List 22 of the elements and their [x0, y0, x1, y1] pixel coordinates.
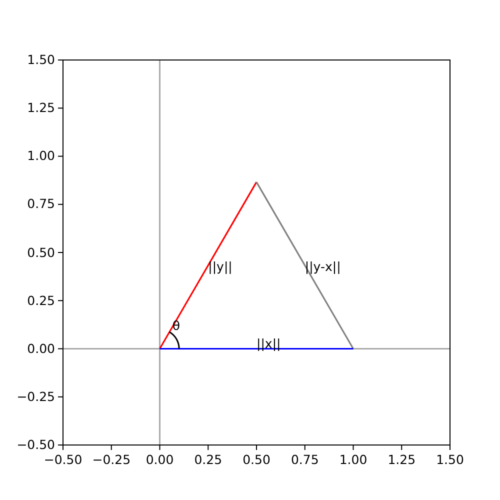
tick-label: 0.25 — [27, 294, 55, 307]
tick-label: 1.25 — [27, 102, 55, 114]
tick-label: 0.25 — [194, 454, 222, 466]
side-label: ||y-x|| — [304, 260, 341, 274]
tick-label: 1.50 — [436, 454, 464, 466]
side-label: ||x|| — [256, 338, 281, 350]
tick-label: 1.00 — [339, 454, 368, 466]
tick-label: −0.25 — [92, 454, 131, 466]
tick-label: 0.00 — [27, 342, 55, 355]
tick-label: −0.25 — [16, 390, 55, 404]
tick-label: 0.50 — [242, 454, 270, 466]
tick-label: 0.75 — [27, 198, 55, 211]
tick-label: 1.25 — [388, 454, 416, 466]
side-label: ||y|| — [208, 260, 232, 274]
tick-label: −0.50 — [44, 454, 82, 466]
tick-label: 1.50 — [27, 54, 55, 66]
tick-label: 1.00 — [27, 150, 55, 162]
side-label: θ — [172, 320, 180, 333]
tick-label: 0.50 — [27, 246, 55, 259]
tick-label: −0.50 — [16, 438, 55, 452]
tick-label: 0.00 — [146, 454, 174, 466]
tick-label: 0.75 — [290, 454, 319, 466]
